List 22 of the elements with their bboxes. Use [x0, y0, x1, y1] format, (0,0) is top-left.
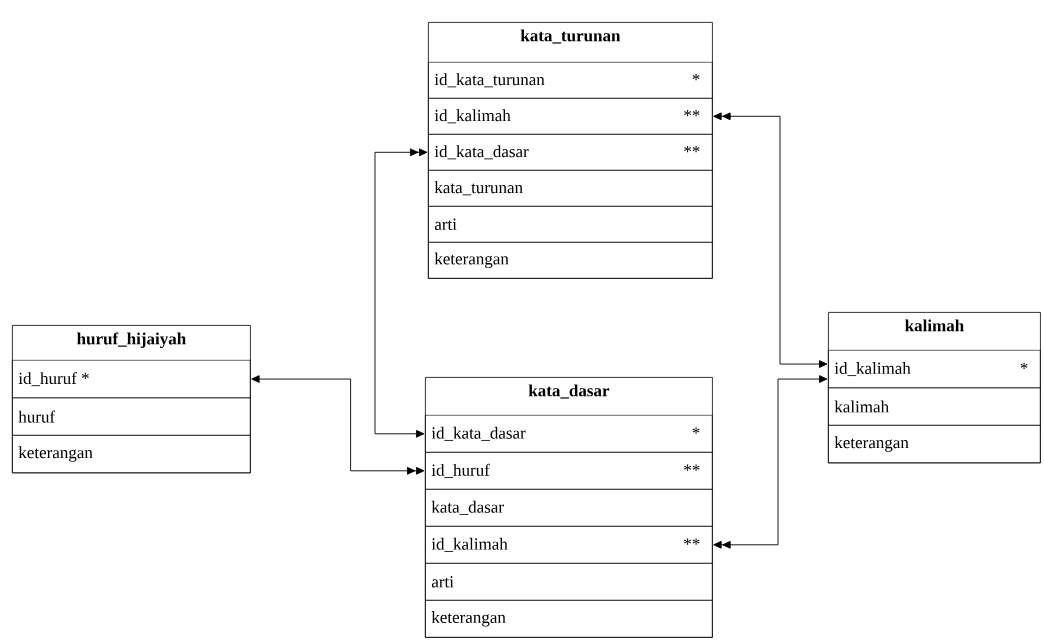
table-row: id_huruf * — [12, 360, 251, 399]
relation-arrow — [713, 112, 828, 368]
relation-arrow — [713, 375, 828, 549]
relation-arrow — [251, 375, 425, 475]
table-row: keterangan — [828, 425, 1041, 464]
table-row: arti — [425, 563, 713, 601]
table-row: keterangan — [428, 242, 713, 279]
table-row: arti — [428, 206, 713, 243]
table-row: keterangan — [12, 435, 251, 474]
table-row: id_kata_dasar * — [425, 415, 713, 453]
table-row: id_kata_dasar ** — [428, 134, 713, 171]
relation-arrow — [374, 148, 428, 438]
table-row: id_kalimah ** — [428, 98, 713, 135]
table-row: id_kalimah * — [828, 350, 1041, 389]
table-row: kalimah — [828, 387, 1041, 426]
table-row: kata_turunan — [428, 170, 713, 207]
table-row: huruf — [12, 397, 251, 436]
table-row: id_kata_turunan * — [428, 62, 713, 99]
table-row: id_kalimah ** — [425, 526, 713, 564]
table-row: kata_dasar — [425, 489, 713, 527]
table-row: keterangan — [425, 600, 713, 638]
table-row: id_huruf ** — [425, 452, 713, 490]
